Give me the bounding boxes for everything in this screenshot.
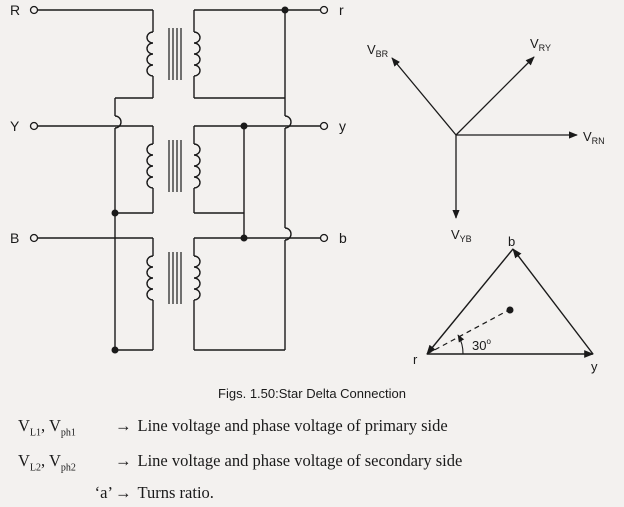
terminal-label-y: y <box>339 118 346 134</box>
star-delta-diagram: R Y B r y b VBR VRY VRN VYB b r y 30o <box>10 2 605 374</box>
legend-row-turns-ratio: ‘a’→Turns ratio. <box>94 483 214 502</box>
triangle-label-y: y <box>591 359 598 374</box>
terminal-label-r: r <box>339 2 344 18</box>
phasor-label-vry: VRY <box>530 36 551 53</box>
terminal-circles <box>29 5 329 243</box>
phasor-label-vbr: VBR <box>367 42 389 59</box>
terminal-label-Y: Y <box>10 118 20 134</box>
angle-label: 30o <box>472 337 491 353</box>
triangle-label-b: b <box>508 234 515 249</box>
junction-dots <box>111 6 289 354</box>
legend-row-secondary: VL2, Vph2→Line voltage and phase voltage… <box>18 451 463 474</box>
legend-row-primary: VL1, Vph1→Line voltage and phase voltage… <box>18 416 448 439</box>
terminal-label-b: b <box>339 230 347 246</box>
triangle-label-r: r <box>413 352 418 367</box>
delta-triangle <box>426 248 594 358</box>
phasor-diagram <box>391 56 578 219</box>
figure-caption: Figs. 1.50:Star Delta Connection <box>218 386 406 401</box>
terminal-label-B: B <box>10 230 19 246</box>
phasor-label-vyb: VYB <box>451 227 472 244</box>
terminal-label-R: R <box>10 2 20 18</box>
phasor-label-vrn: VRN <box>583 129 605 146</box>
neutral-point <box>506 306 514 314</box>
circuit-wiring <box>38 9 320 351</box>
